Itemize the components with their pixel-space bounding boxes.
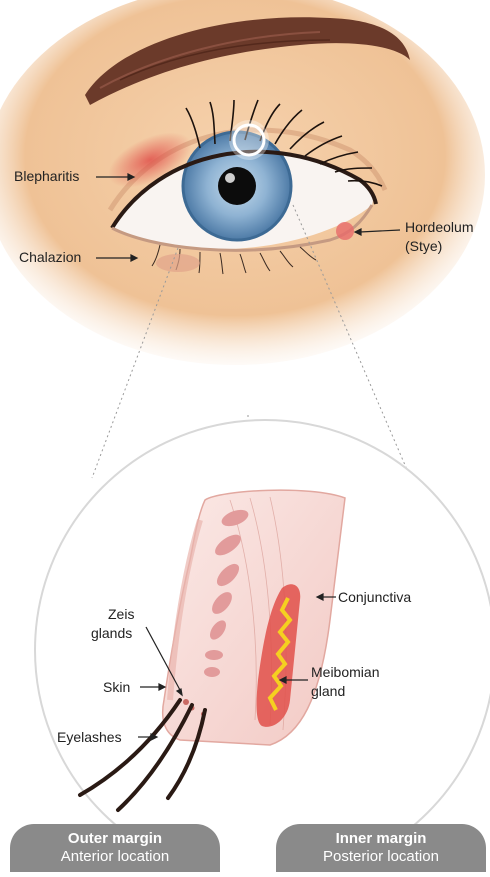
label-chalazion: Chalazion: [19, 249, 81, 266]
inner-margin-pill: Inner margin Posterior location: [276, 824, 486, 872]
label-hordeolum: Hordeolum: [405, 219, 473, 236]
outer-margin-title: Outer margin: [10, 824, 220, 848]
label-eyelashes: Eyelashes: [57, 729, 122, 746]
label-zeis: Zeis: [108, 606, 134, 623]
zoom-marker: [229, 120, 269, 160]
inner-margin-title: Inner margin: [276, 824, 486, 848]
inner-margin-subtitle: Posterior location: [276, 848, 486, 866]
label-glands: glands: [91, 625, 132, 642]
label-stye: (Stye): [405, 238, 442, 255]
label-conjunctiva: Conjunctiva: [338, 589, 411, 606]
label-meibomian: Meibomian: [311, 664, 379, 681]
label-skin: Skin: [103, 679, 130, 696]
label-blepharitis: Blepharitis: [14, 168, 79, 185]
outer-margin-pill: Outer margin Anterior location: [10, 824, 220, 872]
outer-margin-subtitle: Anterior location: [10, 848, 220, 866]
label-gland: gland: [311, 683, 345, 700]
